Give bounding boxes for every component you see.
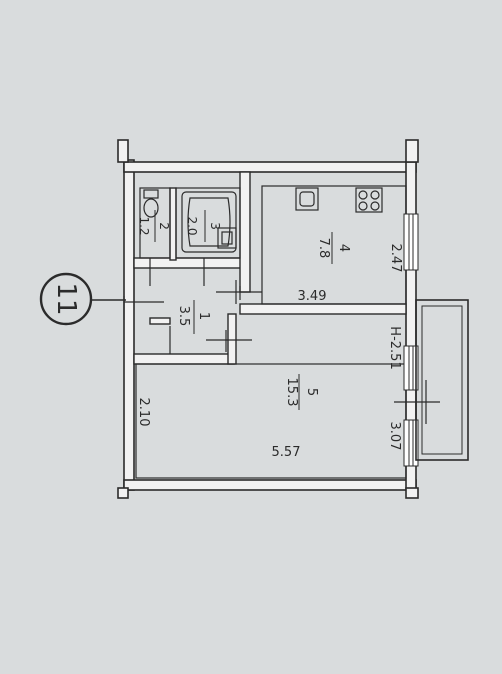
sink-icon	[217, 227, 237, 249]
balcony-door	[403, 345, 419, 391]
window-kitchen	[403, 213, 419, 271]
dimension-lines	[394, 380, 440, 424]
door-markers	[123, 258, 262, 354]
dimension-labels: 2.47 3.49 H-2.51 3.07 5.57 2.10	[136, 244, 403, 460]
interior-walls	[133, 171, 407, 365]
plan-number: 11	[51, 282, 81, 315]
ceiling-height-label: H-2.51	[387, 326, 402, 369]
room-2-number: 2	[157, 222, 171, 230]
room-3-number: 3	[208, 222, 222, 230]
room-1-area: 3.5	[176, 306, 191, 327]
stove-icon	[355, 187, 383, 213]
balcony	[415, 299, 469, 461]
room-outlines	[135, 185, 407, 479]
kitchen-sink-icon	[295, 187, 319, 211]
toilet-icon	[143, 189, 159, 218]
room-length-label: 5.57	[272, 445, 301, 460]
room-1-number: 1	[196, 312, 211, 320]
room-4-number: 4	[336, 244, 351, 252]
room-side-label: 2.10	[136, 398, 151, 427]
outer-walls	[117, 139, 419, 499]
plan-number-badge: 11	[39, 272, 126, 326]
room-width-label: 3.07	[387, 422, 402, 451]
room-5-number: 5	[304, 388, 319, 396]
room-labels: 2 1.2 3 2.0 1 3.5 4 7.8 5 15.3	[137, 210, 351, 410]
kitchen-length-label: 3.49	[298, 289, 327, 304]
room-3-area: 2.0	[185, 216, 199, 235]
room-4-area: 7.8	[316, 238, 331, 259]
room-5-area: 15.3	[284, 378, 299, 407]
bathtub-icon	[181, 191, 237, 253]
room-2-area: 1.2	[137, 216, 151, 235]
window-room	[403, 419, 419, 467]
kitchen-width-label: 2.47	[388, 244, 403, 273]
